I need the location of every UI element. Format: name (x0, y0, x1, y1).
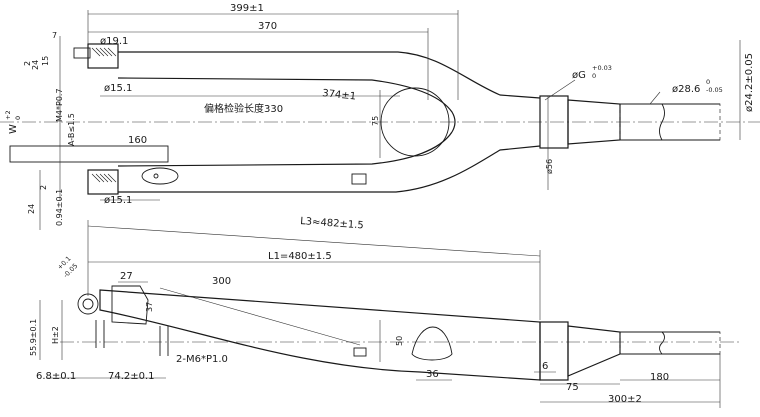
dim-g: øG (572, 70, 586, 81)
side-blade (99, 289, 541, 381)
dim-phi15a: ø15.1 (104, 83, 132, 94)
side-view: L3≈482±1.5 L1=480±1.5 +0.1 -0.05 27 300 … (29, 216, 740, 408)
dim-g-tol2: 0 (592, 72, 596, 80)
side-crown-shape (411, 326, 453, 361)
dim-2b: 2 (39, 185, 48, 190)
side-dropout (111, 285, 149, 325)
upper-blade-outline (118, 51, 541, 99)
dim-094: 0.94±0.1 (55, 189, 64, 226)
dim-27: 27 (120, 271, 133, 282)
bottom-dropout (87, 169, 119, 195)
dim-50: 50 (395, 336, 404, 346)
dim-160: 160 (128, 135, 147, 146)
axle-bar (9, 145, 169, 163)
dim-7: 7 (52, 31, 57, 40)
dim-w-tol2: 0 (14, 116, 22, 120)
dim-180: 180 (650, 372, 669, 383)
dim-15: 15 (41, 56, 50, 66)
dim-phi15b: ø15.1 (104, 195, 132, 206)
crown-circle (380, 87, 450, 157)
dim-75b: 75 (566, 382, 579, 393)
dim-24b: 24 (27, 204, 36, 214)
top-view: 399±1 370 ø19.1 7 2 24 15 M4*P0.7 W +2 0… (0, 3, 760, 230)
dim-68: 6.8±0.1 (36, 371, 76, 382)
dim-374: 374±1 (322, 88, 357, 102)
dim-h: H±2 (51, 326, 60, 344)
side-break-mark (659, 331, 665, 355)
lower-blade-outline (118, 145, 541, 193)
dim-check-length: 偏格检验长度330 (204, 102, 283, 115)
dim-742: 74.2±0.1 (108, 371, 155, 382)
dim-phi286-tol2: -0.05 (706, 86, 723, 94)
dim-w-tol: +2 (4, 110, 12, 120)
dim-m4: M4*P0.7 (55, 88, 64, 122)
dim-300b: 300±2 (608, 394, 642, 405)
dim-300: 300 (212, 276, 231, 287)
dim-w: W (8, 124, 19, 134)
dim-6: 6 (542, 361, 548, 372)
dim-2a: 2 (23, 61, 32, 66)
dim-a-b: A-B≤1.5 (67, 113, 76, 146)
side-steerer-taper (567, 325, 621, 377)
top-axle-stub (73, 47, 91, 59)
steerer-break-mark (659, 103, 665, 141)
dim-37: 37 (145, 302, 154, 312)
dim-l1: L1=480±1.5 (268, 251, 332, 262)
side-mount-hole (353, 347, 367, 357)
axle-circle (77, 293, 99, 315)
mount-pins (95, 320, 169, 356)
dim-g-tol: +0.03 (592, 64, 612, 72)
dim-m6: 2-M6*P1.0 (176, 354, 228, 365)
dim-36: 36 (426, 369, 439, 380)
side-steerer-hidden (619, 331, 721, 355)
mount-marker (351, 173, 367, 185)
dim-370: 370 (258, 21, 277, 32)
dim-24a: 24 (31, 60, 40, 70)
dim-75: 75 (371, 116, 380, 126)
dim-phi56: ø56 (545, 159, 554, 174)
upper-blade-inner (117, 77, 456, 133)
steerer-tube-lines (620, 103, 720, 141)
brake-boss (141, 167, 179, 185)
lower-blade-inner (117, 131, 453, 167)
top-dropout (87, 43, 119, 69)
dim-phi19: ø19.1 (100, 36, 128, 47)
dim-phi286-tol: 0 (706, 78, 710, 86)
dim-559: 55.9±0.1 (29, 319, 38, 356)
dim-l3: L3≈482±1.5 (300, 216, 364, 231)
dim-399: 399±1 (230, 3, 264, 14)
dim-phi242: ø24.2±0.05 (744, 53, 755, 112)
dim-phi286: ø28.6 (672, 84, 700, 95)
